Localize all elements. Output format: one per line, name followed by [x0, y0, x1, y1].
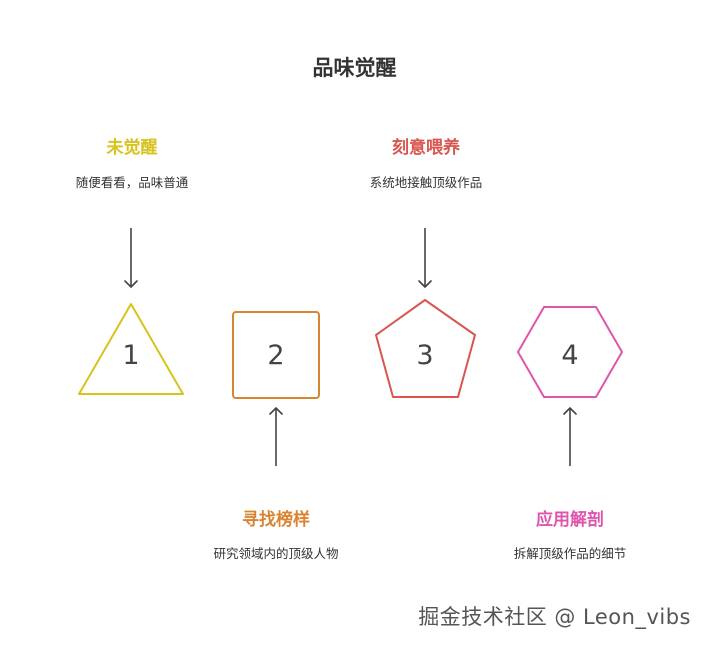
- stage-4-label: 应用解剖: [536, 510, 604, 530]
- stage-2-label: 寻找榜样: [242, 510, 310, 530]
- stage-3-pentagon: [375, 299, 476, 398]
- stage-1-triangle: [78, 303, 184, 395]
- stage-4-hexagon: [517, 306, 623, 398]
- stage-2-description: 研究领域内的顶级人物: [213, 546, 339, 561]
- stage-3-description: 系统地接触顶级作品: [369, 175, 483, 190]
- watermark-text: 掘金技术社区 @ Leon_vibs: [418, 605, 691, 629]
- stage-1-description: 随便看看，品味普通: [75, 175, 189, 190]
- page-title: 品味觉醒: [312, 56, 397, 80]
- stage-1-label: 未觉醒: [106, 138, 158, 158]
- stage-1-number: 1: [122, 340, 139, 371]
- stage-2-square: [232, 311, 320, 399]
- stage-4-description: 拆解顶级作品的细节: [513, 546, 627, 561]
- stage-3-number: 3: [416, 340, 433, 371]
- stage-3-label: 刻意喂养: [392, 138, 460, 158]
- stage-2-number: 2: [267, 340, 284, 371]
- stage-4-number: 4: [561, 340, 578, 371]
